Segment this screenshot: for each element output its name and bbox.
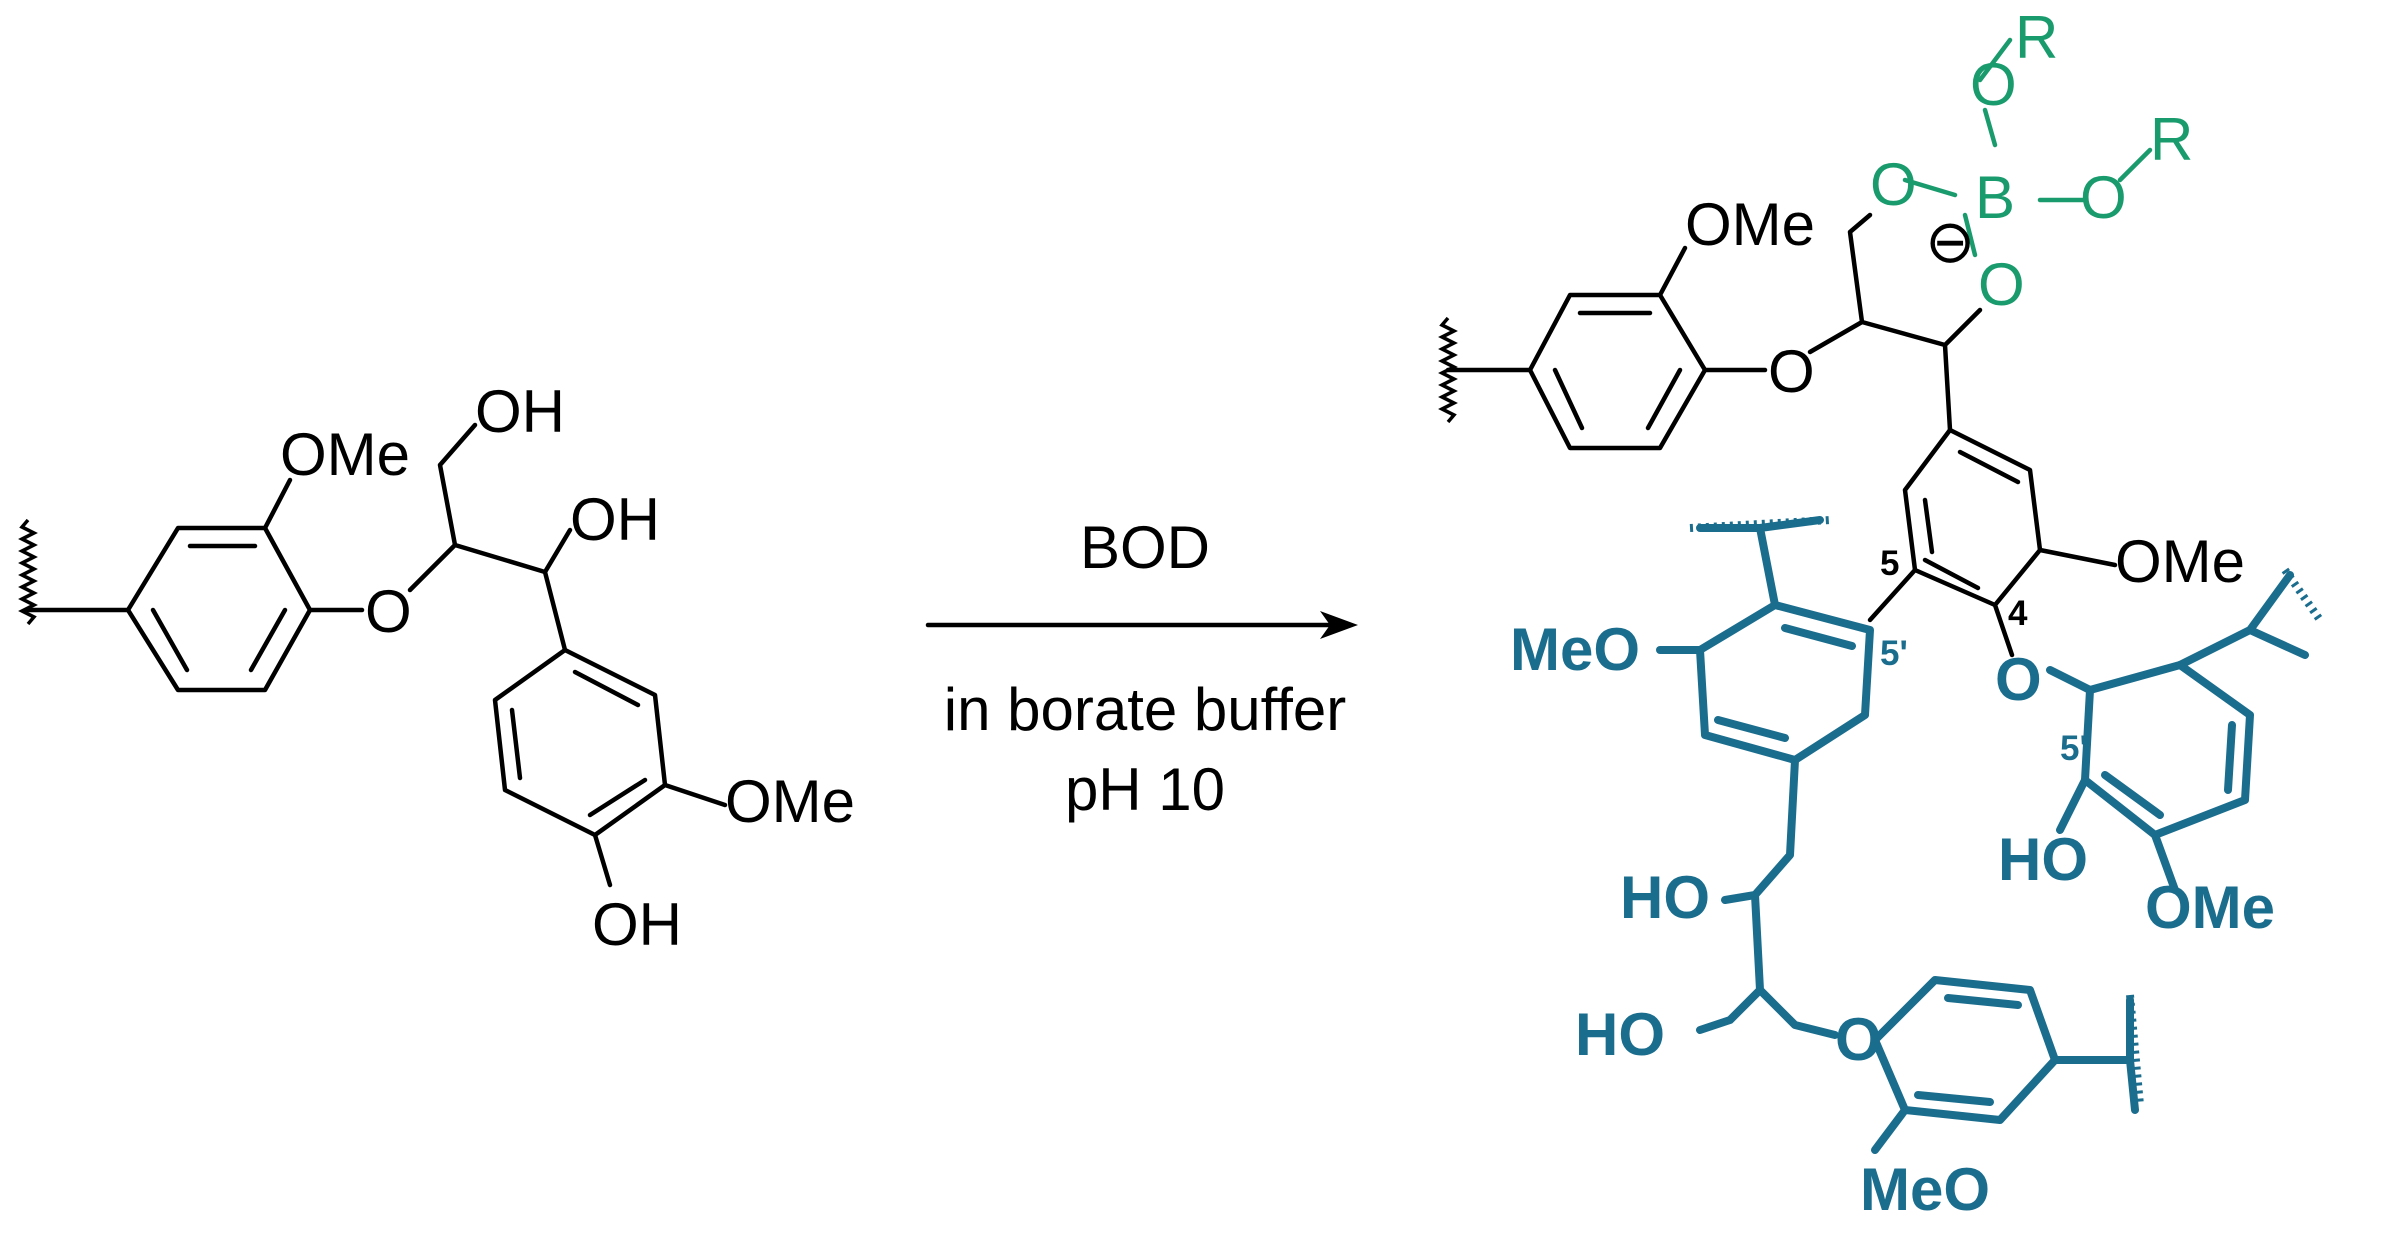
blue-meo-left: MeO (1510, 616, 1640, 683)
product-ether-o-left: O (1768, 338, 1815, 405)
borate-r-right: R (2150, 106, 2193, 173)
product-top-ome-bond (1657, 245, 1688, 298)
product-structure: OMe O OMe 5 4 R R O O O O B ⊖ (1438, 4, 2324, 1223)
blue-ome-right: OMe (2145, 874, 2275, 941)
blue-right-sub-bonds (2046, 571, 2309, 894)
blue-o-center: O (1995, 646, 2042, 713)
reactant-ether-bond-2 (407, 542, 458, 593)
product-center-ring-inner (1922, 449, 2021, 591)
reactant-ring-right-inner (509, 669, 648, 818)
reactant-phenol-bond (592, 832, 613, 888)
reactant-ring-ome: OMe (725, 768, 855, 835)
product-center-o-bond (1992, 602, 2015, 658)
blue-ho-chain2: HO (1575, 1001, 1665, 1068)
arrow-conditions-line1: in borate buffer (944, 676, 1347, 743)
borate-o-4: O (1978, 251, 2025, 318)
borate-bonds (1902, 37, 2153, 258)
borate-charge: ⊖ (1925, 208, 1975, 275)
reactant-ether-o: O (365, 578, 412, 645)
blue-bottom-ring-inner (1914, 994, 2022, 1106)
blue-left-top-bond (1696, 516, 1824, 609)
reactant-chain-to-ring (542, 569, 568, 653)
blue-ho-right: HO (1998, 826, 2088, 893)
reactant-ring-left (125, 525, 313, 693)
product-ome-top-left: OMe (1685, 191, 1815, 258)
arrow-conditions-line2: pH 10 (1065, 756, 1225, 823)
blue-bottom-sub-bonds (1871, 996, 2139, 1154)
arrow-reagent: BOD (1080, 514, 1210, 581)
product-ome-center: OMe (2115, 528, 2245, 595)
blue-label-5p-left: 5' (1880, 634, 1908, 673)
reactant-oh-alpha: OH (570, 486, 660, 553)
reactant-ring-left-inner (150, 543, 288, 673)
blue-right-ring (2081, 661, 2254, 839)
product-ring-top-inner (1552, 310, 1683, 431)
reactant-oh-top: OH (475, 378, 565, 445)
product-center-ome-bond (2037, 547, 2118, 568)
blue-ho-chain1: HO (1620, 864, 1710, 931)
reaction-arrow-group: BOD in borate buffer pH 10 (925, 514, 1358, 823)
blue-o-chain: O (1835, 1006, 1882, 1073)
product-label-5: 5 (1880, 544, 1899, 583)
reactant-phenol-oh: OH (592, 891, 682, 958)
borate-o-1: O (1970, 51, 2017, 118)
blue-left-down-chain (1696, 756, 1839, 1039)
blue-right-ring-inner (2101, 721, 2236, 819)
borate-boron: B (1975, 164, 2015, 231)
product-top-chain (1807, 212, 1983, 433)
borate-o-3: O (2080, 164, 2127, 231)
reactant-chain (437, 422, 573, 575)
product-label-4: 4 (2008, 594, 2028, 633)
blue-wavy-attachments (1689, 516, 2324, 1106)
blue-left-ring-inner (1714, 624, 1856, 742)
reactant-ome-bond (262, 477, 293, 531)
product-center-5-bond (1867, 567, 1918, 623)
reactant-structure: OH OMe OH O OMe OH (18, 378, 855, 958)
blue-meo-bottom: MeO (1860, 1156, 1990, 1223)
reaction-arrow-head (1320, 611, 1358, 639)
borate-r-top: R (2015, 4, 2058, 71)
reactant-ring-right (492, 647, 668, 838)
blue-label-5p-right: 5' (2060, 729, 2088, 768)
borate-o-2: O (1870, 151, 1917, 218)
borate-ester: R R O O O O B ⊖ (1870, 4, 2193, 318)
reactant-ring-ome-bond (662, 782, 728, 808)
reactant-ome-top: OMe (280, 421, 410, 488)
reactant-wavy-attachment (18, 518, 38, 626)
lignin-blue-part: MeO O HO OMe HO HO O MeO 5' 5' (1510, 516, 2324, 1223)
